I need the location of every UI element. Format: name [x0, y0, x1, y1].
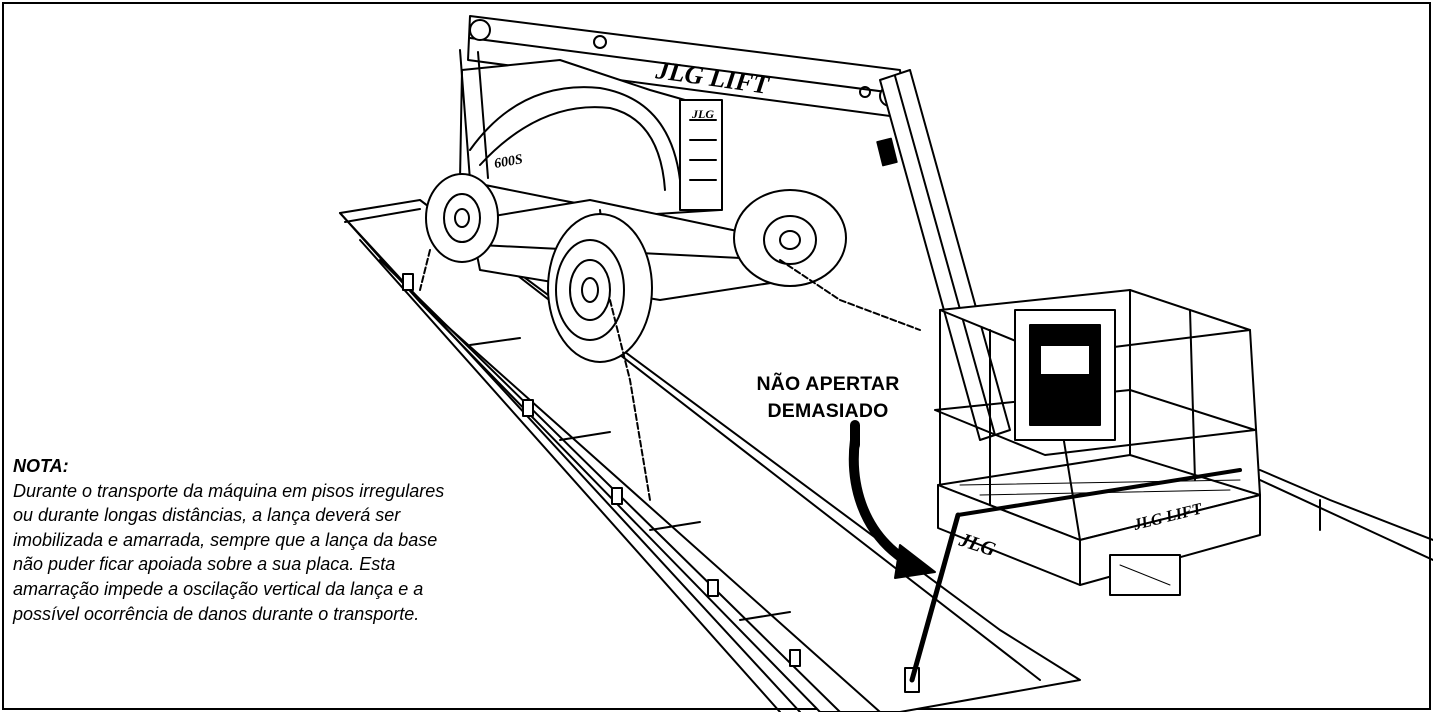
platform-strap [909, 468, 1242, 683]
warning-line-2: DEMASIADO [767, 400, 889, 422]
rear-right-wheel [733, 189, 847, 287]
note-title: NOTA: [13, 456, 69, 476]
warning-arrow [848, 420, 936, 579]
platform [934, 289, 1261, 596]
tie-down-chains [419, 249, 921, 501]
warning-callout: NÃO APERTAR DEMASIADO [718, 371, 938, 425]
jib-boom [876, 69, 1011, 441]
rear-left-wheel [425, 173, 499, 263]
warning-line-1: NÃO APERTAR [756, 373, 900, 395]
note-line: ou durante longas distâncias, a lança de… [13, 505, 401, 526]
note-line: possível ocorrência de danos durante o t… [13, 603, 420, 624]
note-line: imobilizada e amarrada, sempre que a lan… [13, 529, 438, 550]
model-label: 600S [493, 152, 524, 172]
body-badge: JLG [691, 107, 714, 121]
note-block: NOTA: Durante o transporte da máquina em… [13, 454, 613, 626]
turntable [459, 49, 723, 216]
note-line: Durante o transporte da máquina em pisos… [13, 480, 445, 501]
note-line: amarração impede a oscilação vertical da… [13, 578, 424, 599]
front-wheel [547, 213, 653, 363]
note-line: não puder ficar apoiada sobre a sua plac… [13, 554, 396, 575]
